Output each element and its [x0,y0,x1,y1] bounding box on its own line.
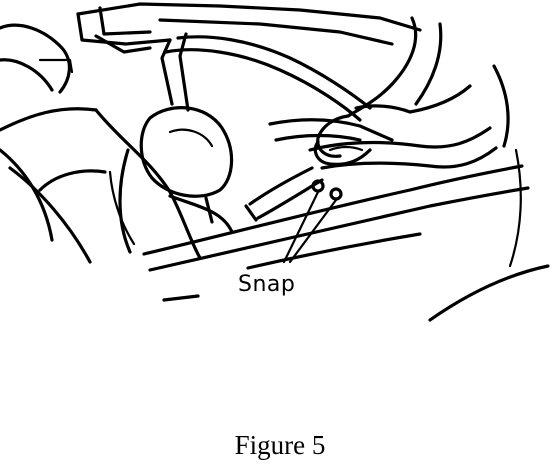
headrest [139,106,234,198]
seat-back [94,108,234,260]
snap-point-left [311,179,325,193]
rear-deck [142,148,550,322]
snap-callout-label: Snap [238,272,296,297]
left-seat-outline [0,23,107,264]
snap-point-right [329,187,343,201]
top-frame [76,2,422,122]
tonneau-bar [244,118,498,222]
figure-caption: Figure 5 [234,430,326,460]
hands [313,16,510,166]
snap-leader-lines [282,190,338,264]
